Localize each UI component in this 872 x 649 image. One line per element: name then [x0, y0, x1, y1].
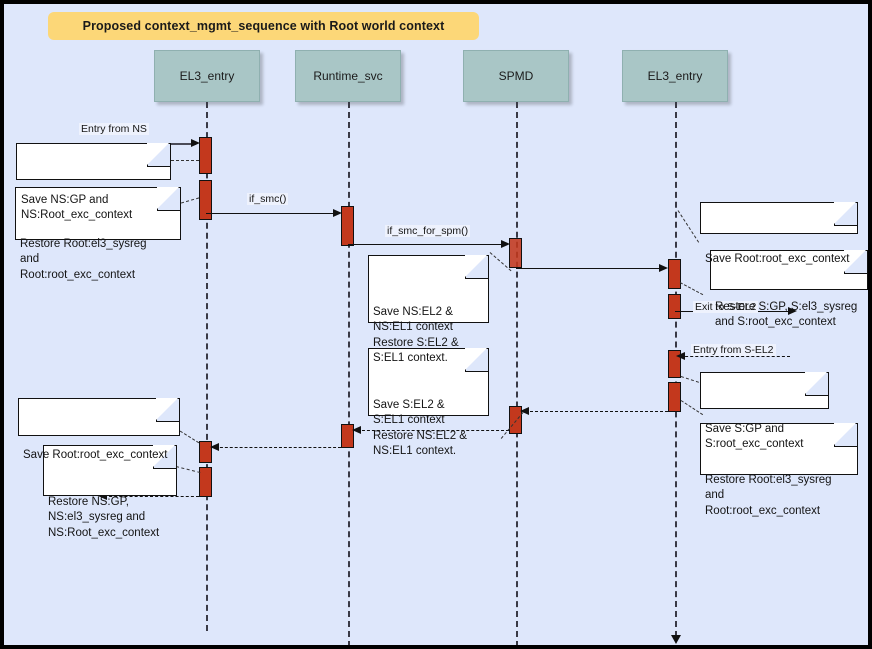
activation-el3-entry-left-3 [199, 441, 212, 463]
note-connector [166, 160, 199, 161]
participant-spmd[interactable]: SPMD [463, 50, 569, 102]
note-save-s-gp: Save S:GP and S:root_exc_context [700, 372, 829, 450]
note-fold-icon [805, 372, 828, 396]
activation-runtime-svc-1 [341, 206, 354, 246]
note-save-root-exc-context-left: Save Root:root_exc_context [18, 398, 180, 461]
note-fold-icon [844, 250, 867, 274]
note-save-s-el2-restore-ns-el2: Save S:EL2 & S:EL1 context Restore NS:EL… [368, 348, 489, 457]
message-line-el3-left-exit [104, 496, 199, 497]
note-fold-icon [153, 445, 176, 469]
message-line-if-smc-for-spm [348, 244, 505, 245]
message-line-el3-right-to-spmd [525, 411, 668, 412]
participant-label: EL3_entry [647, 69, 703, 83]
message-label-if-smc: if_smc() [247, 193, 289, 205]
message-label-if-smc-for-spm: if_smc_for_spm() [385, 225, 471, 237]
arrowhead-icon [659, 264, 668, 272]
message-line-runtime-svc-to-el3-left [215, 447, 341, 448]
arrowhead-icon [501, 240, 510, 248]
arrowhead-icon [788, 307, 797, 315]
activation-el3-entry-right-1 [668, 259, 681, 289]
note-fold-icon [834, 202, 857, 226]
participant-el3-entry-left[interactable]: EL3_entry [154, 50, 260, 102]
activation-el3-entry-right-4 [668, 382, 681, 412]
arrowhead-icon [676, 352, 685, 360]
activation-el3-entry-right-2 [668, 294, 681, 319]
page-title: Proposed context_mgmt_sequence with Root… [82, 19, 445, 33]
participant-label: SPMD [498, 69, 534, 83]
note-fold-icon [156, 398, 179, 422]
activation-spmd-2 [509, 406, 522, 434]
participant-runtime-svc[interactable]: Runtime_svc [295, 50, 401, 102]
message-line-entry-from-s-el2 [680, 356, 790, 357]
note-restore-root-el3-sysreg-1: Restore Root:el3_sysreg and Root:root_ex… [15, 187, 181, 281]
arrowhead-icon [352, 426, 361, 434]
note-connector [175, 466, 201, 474]
message-label-entry-from-s-el2: Entry from S-EL2 [691, 344, 776, 356]
activation-spmd-1 [509, 238, 522, 268]
lifeline-spmd [516, 102, 518, 645]
participant-label: EL3_entry [179, 69, 235, 83]
message-line-spmd-to-el3-right [516, 268, 663, 269]
message-line-if-smc [206, 213, 336, 214]
arrowhead-icon [210, 443, 219, 451]
activation-el3-entry-left-1 [199, 137, 212, 174]
lifeline-runtime-svc [348, 102, 350, 645]
arrowhead-icon [333, 209, 342, 217]
diagram-title-banner: Proposed context_mgmt_sequence with Root… [48, 12, 479, 40]
note-restore-root-el3-sysreg-2: Restore Root:el3_sysreg and Root:root_ex… [700, 423, 858, 517]
note-fold-icon [465, 255, 488, 279]
arrowhead-icon [98, 492, 107, 500]
lifeline-end-arrow-icon [671, 635, 681, 644]
note-fold-icon [834, 423, 857, 447]
arrowhead-icon [520, 407, 529, 415]
message-label-entry-from-ns: Entry from NS [79, 123, 149, 135]
participant-label: Runtime_svc [313, 69, 383, 83]
lifeline-el3-entry-left [206, 102, 208, 631]
note-connector [679, 282, 704, 296]
note-restore-s-gp: Restore S:GP, S:el3_sysreg and S:root_ex… [710, 250, 868, 328]
note-fold-icon [465, 348, 488, 372]
note-save-ns-gp: Save NS:GP and NS:Root_exc_context [16, 143, 171, 221]
note-fold-icon [147, 143, 170, 167]
arrowhead-icon [191, 139, 200, 147]
message-label-exit-to-s-el2: Exit to S-EL2 [693, 301, 759, 313]
note-fold-icon [157, 187, 180, 211]
note-save-root-exc-context-right: Save Root:root_exc_context [700, 202, 858, 265]
message-line-spmd-to-runtime-svc [357, 430, 509, 431]
note-save-ns-el2-restore-s-el2: Save NS:EL2 & NS:EL1 context Restore S:E… [368, 255, 489, 364]
participant-el3-entry-right[interactable]: EL3_entry [622, 50, 728, 102]
note-connector [677, 210, 700, 243]
activation-el3-entry-left-2 [199, 180, 212, 220]
activation-el3-entry-left-4 [199, 467, 212, 497]
note-restore-ns-gp: Restore NS:GP, NS:el3_sysreg and NS:Root… [43, 445, 177, 539]
activation-runtime-svc-2 [341, 424, 354, 448]
